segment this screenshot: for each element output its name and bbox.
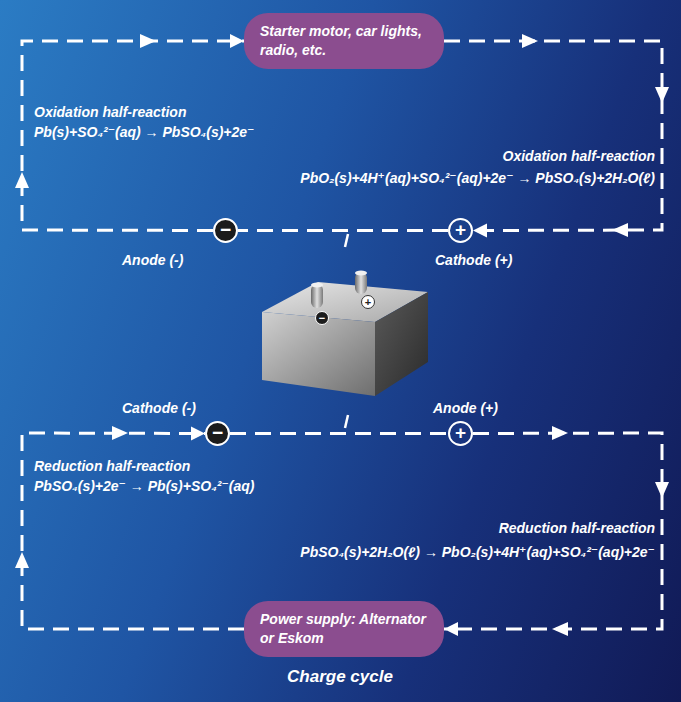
reaction-label: PbO₂(s)+4H⁺(aq)+SO₄²⁻(aq)+2e⁻ → PbSO₄(s)… [300, 170, 655, 187]
reaction-heading: Reduction half-reaction [499, 520, 655, 537]
reaction-label: Cathode (+) [435, 252, 512, 269]
circuit-connector [444, 41, 662, 231]
device-box: Starter motor, car lights, radio, etc. [244, 13, 444, 69]
circuit-connector [238, 229, 448, 232]
node-text: − [220, 219, 231, 240]
terminal-circle: + [448, 421, 473, 446]
reaction-label: Pb(s)+SO₄²⁻(aq) → PbSO₄(s)+2e⁻ [34, 124, 254, 141]
battery-illustration [262, 271, 428, 397]
circuit-connector [230, 432, 448, 435]
flow-arrows [15, 34, 669, 636]
circuit-connector [22, 433, 244, 629]
circuit-connector [444, 433, 662, 629]
node-text: Starter motor, car lights, radio, etc. [260, 22, 428, 60]
reaction-heading: Oxidation half-reaction [34, 104, 186, 121]
terminal-sign: + [365, 297, 371, 308]
reaction-label: PbSO₄(s)+2H₂O(ℓ) → PbO₂(s)+4H⁺(aq)+SO₄²⁻… [300, 544, 655, 561]
node-text: Power supply: Alternator or Eskom [260, 610, 428, 648]
reaction-label: Anode (-) [122, 252, 183, 269]
terminal-circle: − [205, 421, 230, 446]
node-text: − [212, 422, 223, 443]
reaction-heading: Reduction half-reaction [34, 458, 190, 475]
reaction-heading: Oxidation half-reaction [503, 148, 655, 165]
reaction-label: Cathode (-) [122, 400, 196, 417]
reaction-label: PbSO₄(s)+2e⁻ → Pb(s)+SO₄²⁻(aq) [34, 478, 254, 495]
reaction-label: Anode (+) [433, 400, 498, 417]
terminal-sign: − [319, 313, 325, 324]
node-text: + [455, 422, 466, 443]
tick-marks [345, 234, 348, 428]
node-text: + [455, 219, 466, 240]
caption: Charge cycle [287, 667, 393, 687]
terminal-circle: − [213, 218, 238, 243]
terminal-circle: + [448, 218, 473, 243]
device-box: Power supply: Alternator or Eskom [244, 601, 444, 657]
